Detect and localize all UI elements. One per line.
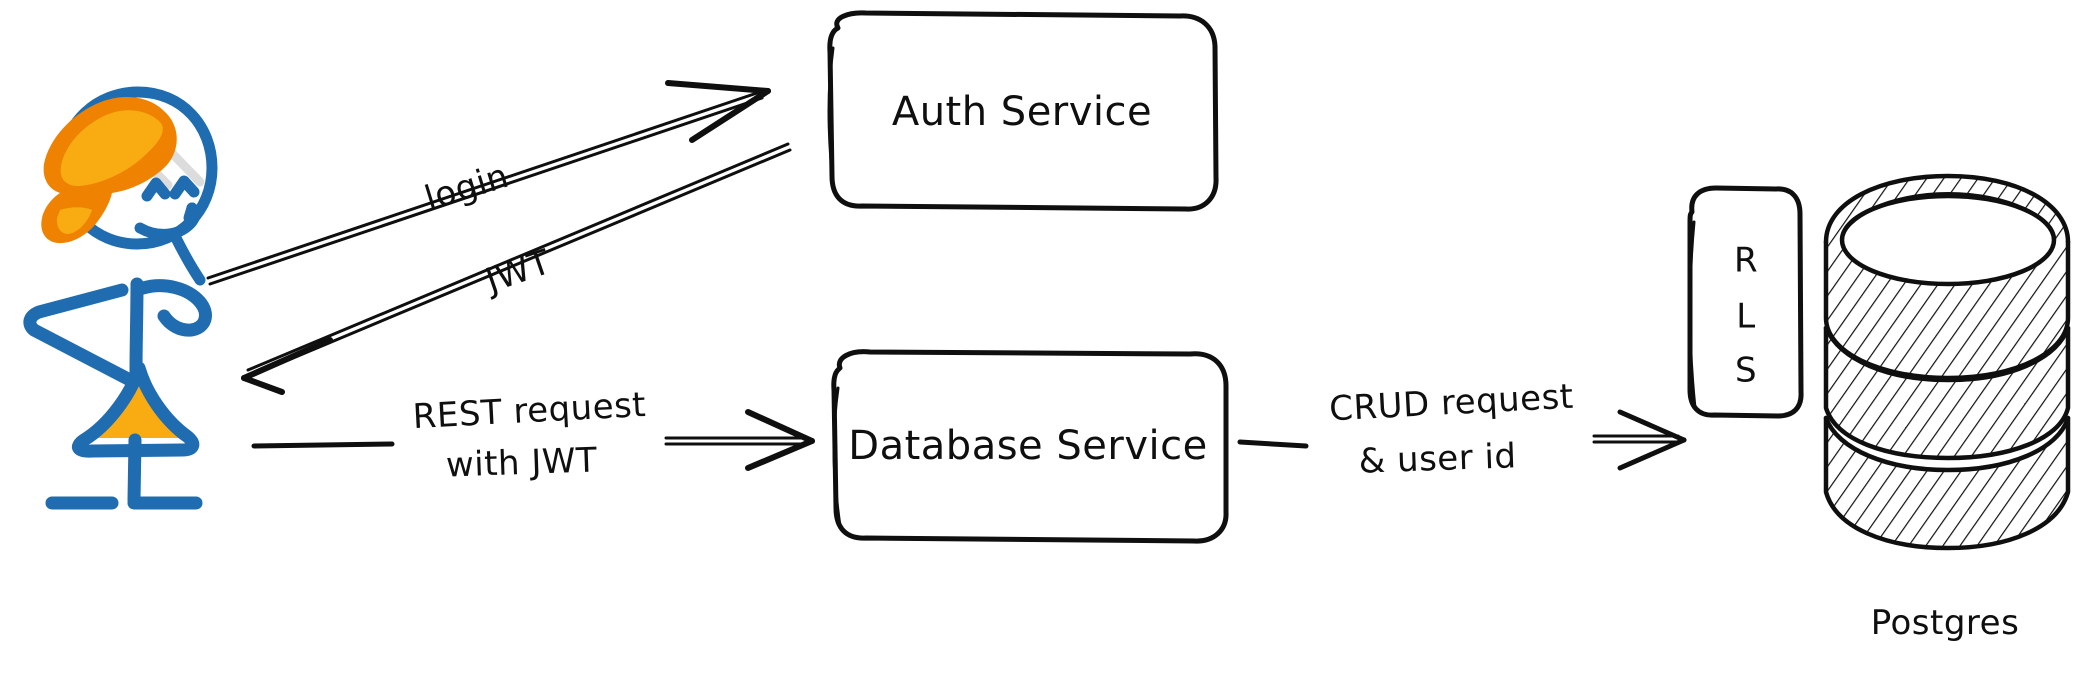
node-label-rls-s: S <box>1735 351 1757 391</box>
edge-label-rest-line2: with JWT <box>445 440 598 485</box>
node-rls[interactable]: R L S <box>1687 185 1804 419</box>
edge-login[interactable] <box>206 80 771 286</box>
edge-crud-request[interactable] <box>1237 409 1687 471</box>
node-postgres[interactable]: Postgres <box>1810 170 2080 643</box>
node-database-service[interactable]: Database Service <box>831 349 1229 544</box>
arm-left <box>23 283 137 387</box>
node-label-postgres: Postgres <box>1871 603 2020 643</box>
edge-label-crud-request: CRUD request & user id <box>1328 377 1574 482</box>
edge-jwt[interactable] <box>241 142 792 395</box>
head-icon <box>56 86 218 250</box>
torso <box>129 277 144 379</box>
edge-label-crud-line2: & user id <box>1358 436 1517 481</box>
neck <box>170 232 206 286</box>
hat-knot <box>56 207 92 234</box>
edge-label-crud-line1: CRUD request <box>1328 377 1574 430</box>
edge-label-rest-request: REST request with JWT <box>412 385 647 486</box>
edge-label-rest-line1: REST request <box>412 385 647 437</box>
edge-label-login: login <box>420 156 513 219</box>
arm-right <box>136 279 212 337</box>
node-label-rls-r: R <box>1734 241 1758 281</box>
edge-label-jwt: JWT <box>479 242 556 302</box>
leg <box>127 433 142 507</box>
node-auth-service[interactable]: Auth Service <box>827 10 1219 212</box>
node-label-rls-l: L <box>1736 297 1755 337</box>
mouth-icon <box>134 202 201 240</box>
hat-highlight <box>60 110 163 186</box>
node-label-database-service: Database Service <box>848 423 1207 469</box>
edge-rest-request[interactable] <box>251 409 815 471</box>
user-stick-figure[interactable] <box>23 86 218 510</box>
eyes-icon <box>141 175 200 202</box>
node-label-auth-service: Auth Service <box>892 89 1152 135</box>
